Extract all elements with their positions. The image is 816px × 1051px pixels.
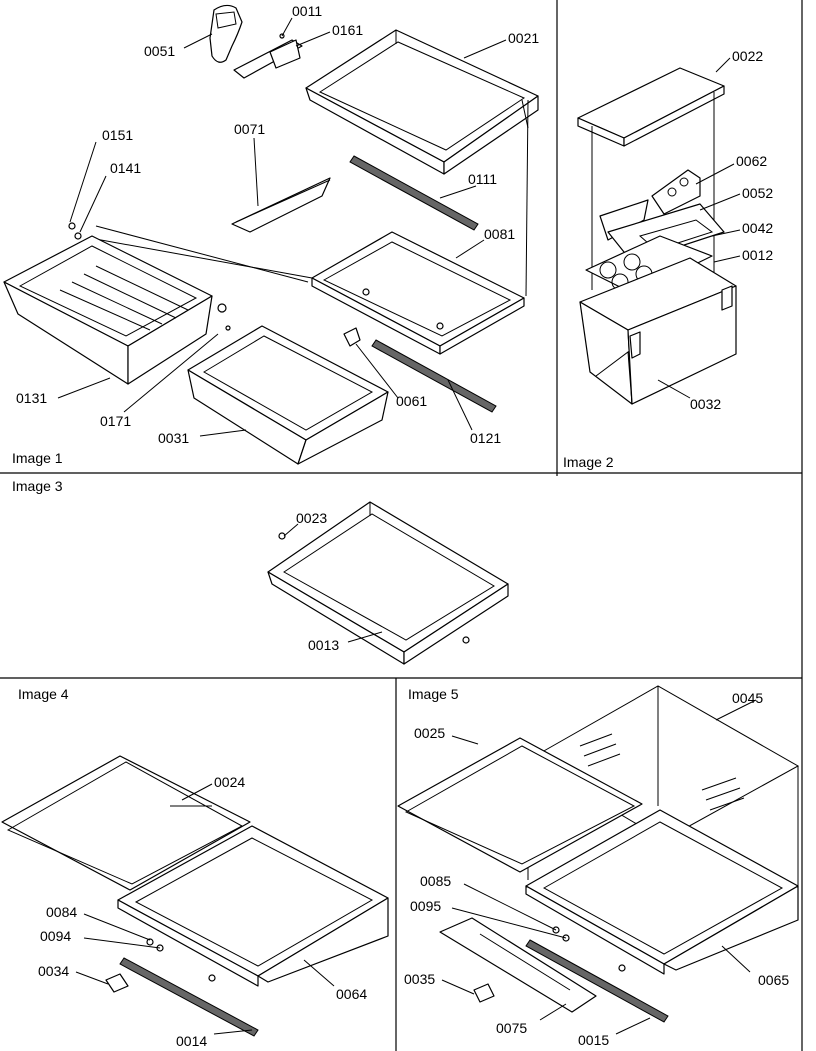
callout-0034: 0034 xyxy=(38,963,69,979)
panel-title-image2: Image 2 xyxy=(563,454,614,470)
callout-labels: 0051 0011 0161 0021 0151 0141 0071 0111 … xyxy=(16,3,789,1049)
panel-title-image5: Image 5 xyxy=(408,686,459,702)
callout-0013: 0013 xyxy=(308,637,339,653)
callout-0085: 0085 xyxy=(420,873,451,889)
callout-0141: 0141 xyxy=(110,160,141,176)
callout-0051: 0051 xyxy=(144,43,175,59)
callout-0045: 0045 xyxy=(732,690,763,706)
callout-0025: 0025 xyxy=(414,725,445,741)
callout-0022: 0022 xyxy=(732,48,763,64)
panel-title-image1: Image 1 xyxy=(12,450,63,466)
image5-parts xyxy=(397,685,800,1023)
callout-0131: 0131 xyxy=(16,390,47,406)
panel-title-image3: Image 3 xyxy=(12,478,63,494)
image2-parts xyxy=(577,67,737,405)
image3-parts xyxy=(267,501,509,665)
callout-0121: 0121 xyxy=(470,430,501,446)
callout-0014: 0014 xyxy=(176,1033,207,1049)
leader-lines xyxy=(57,17,757,1035)
callout-0023: 0023 xyxy=(296,510,327,526)
callout-0095: 0095 xyxy=(410,898,441,914)
callout-0061: 0061 xyxy=(396,393,427,409)
callout-0021: 0021 xyxy=(508,30,539,46)
image1-parts xyxy=(3,4,539,465)
panel-title-image4: Image 4 xyxy=(18,686,69,702)
callout-0032: 0032 xyxy=(690,396,721,412)
callout-0075: 0075 xyxy=(496,1020,527,1036)
callout-0161: 0161 xyxy=(332,22,363,38)
callout-0062: 0062 xyxy=(736,153,767,169)
callout-0064: 0064 xyxy=(336,986,367,1002)
callout-0151: 0151 xyxy=(102,127,133,143)
panel-titles: Image 1 Image 2 Image 3 Image 4 Image 5 xyxy=(12,450,614,702)
callout-0031: 0031 xyxy=(158,430,189,446)
callout-0035: 0035 xyxy=(404,971,435,987)
callout-0042: 0042 xyxy=(742,220,773,236)
callout-0071: 0071 xyxy=(234,121,265,137)
callout-0081: 0081 xyxy=(484,226,515,242)
callout-0011: 0011 xyxy=(292,3,322,19)
image4-parts xyxy=(1,755,389,1037)
callout-0012: 0012 xyxy=(742,247,773,263)
callout-0052: 0052 xyxy=(742,185,773,201)
callout-0024: 0024 xyxy=(214,774,245,790)
callout-0094: 0094 xyxy=(40,928,71,944)
callout-0171: 0171 xyxy=(100,413,131,429)
callout-0015: 0015 xyxy=(578,1032,609,1048)
callout-0065: 0065 xyxy=(758,972,789,988)
callout-0111: 0111 xyxy=(468,171,497,187)
callout-0084: 0084 xyxy=(46,904,77,920)
